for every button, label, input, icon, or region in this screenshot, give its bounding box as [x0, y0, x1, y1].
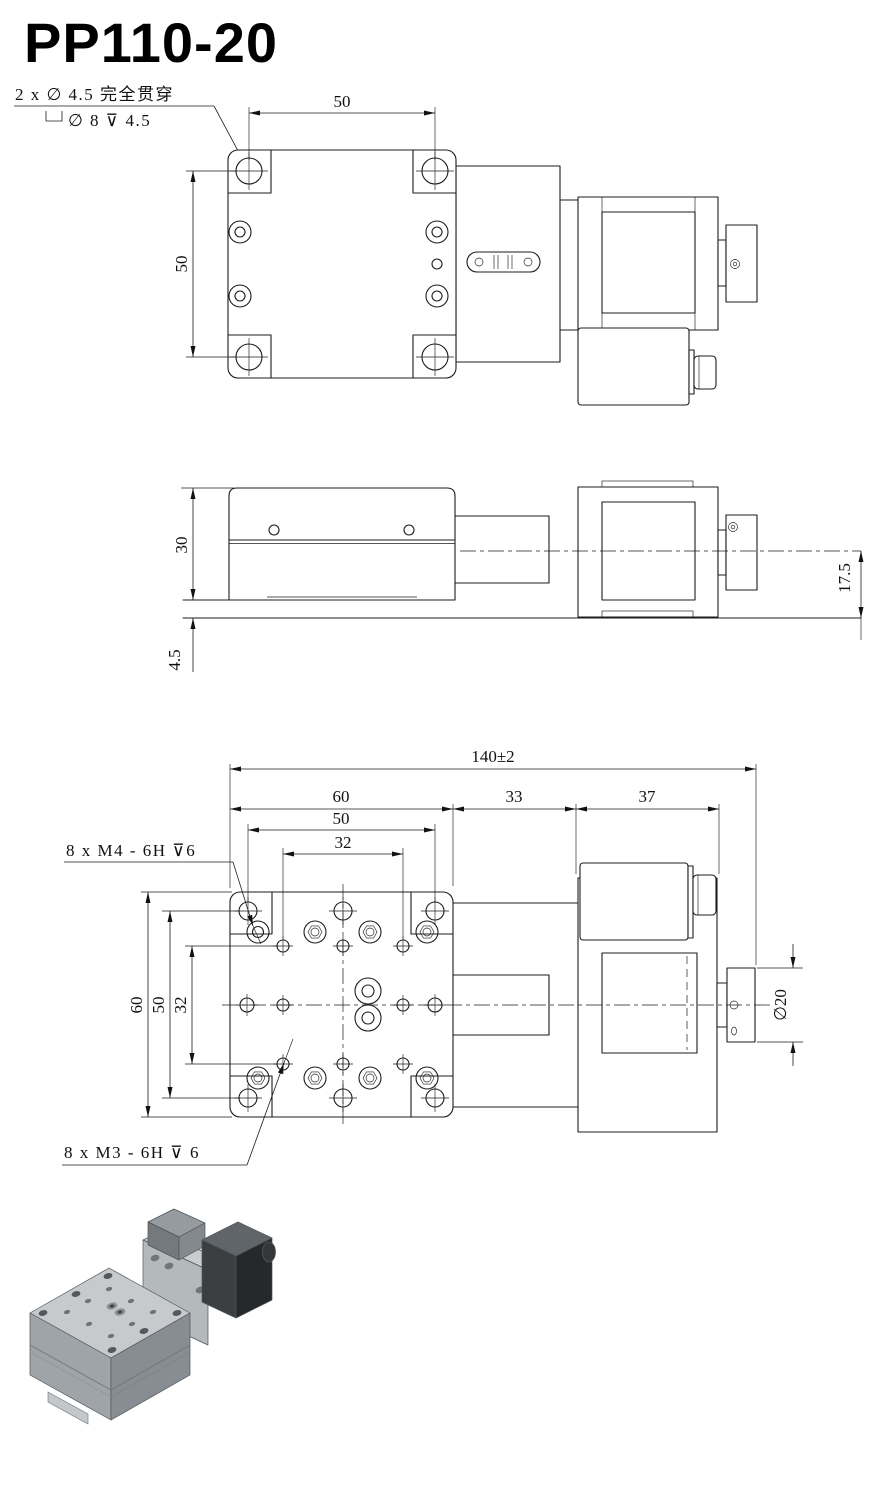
manual-knob [725, 224, 758, 303]
dim-left-32: 32 [171, 945, 278, 1065]
scale-slot [466, 251, 541, 273]
dim-side-175-label: 17.5 [835, 563, 854, 593]
iso-connector [147, 1208, 206, 1261]
dim-bottom-32: 32 [282, 833, 404, 938]
connector-bottom [692, 874, 717, 916]
callout-counterbore: 2 x ∅ 4.5 完全贯穿 ∅ 8 ⊽ 4.5 [14, 85, 265, 200]
dim-140-label: 140±2 [471, 747, 514, 766]
dim-v32-label: 32 [171, 997, 190, 1014]
callout-counterbore-line2: ∅ 8 ⊽ 4.5 [68, 111, 151, 130]
iso-motor [201, 1221, 276, 1319]
callout-m3: 8 x M3 - 6H ⊽ 6 [62, 1038, 294, 1166]
isometric-view [29, 1208, 276, 1425]
dim-side-175: 17.5 [835, 551, 864, 640]
dim-v60-label: 60 [127, 997, 146, 1014]
pin-hole [431, 258, 443, 270]
manual-knob-side [725, 514, 758, 591]
dim-side-30-label: 30 [172, 537, 191, 554]
top-view: 50 50 [172, 92, 758, 406]
dim-37-label: 37 [639, 787, 657, 806]
center-row-holes [236, 994, 446, 1016]
dim-left-60: 60 [127, 891, 232, 1118]
dim-bottom-50: 50 [247, 809, 436, 902]
dim-side-45: 4.5 [165, 618, 196, 672]
dim-v50-label: 50 [149, 997, 168, 1014]
callout-m3-label: 8 x M3 - 6H ⊽ 6 [64, 1143, 200, 1162]
dim-knob-dia-label: ∅20 [771, 989, 790, 1021]
central-counterbores [354, 977, 382, 1032]
side-view: 30 4.5 17.5 [165, 480, 864, 672]
dim-side-45-label: 4.5 [165, 649, 184, 670]
iso-stage [29, 1267, 191, 1425]
connector [693, 355, 717, 390]
callout-counterbore-line1: 2 x ∅ 4.5 完全贯穿 [15, 85, 174, 104]
dim-32-label: 32 [335, 833, 352, 852]
page-title: PP110-20 [24, 11, 278, 74]
dim-knob-dia: ∅20 [757, 944, 803, 1066]
m4-screws [246, 920, 439, 1090]
connector-neck [688, 349, 695, 395]
dim-top-50v: 50 [172, 170, 236, 358]
dim-top-50h-label: 50 [334, 92, 351, 111]
callout-m4: 8 x M4 - 6H ⊽6 [64, 841, 262, 945]
dim-left-50: 50 [149, 910, 240, 1099]
dim-top-50h: 50 [248, 92, 436, 160]
dim-60-label: 60 [333, 787, 350, 806]
dim-bottom-60-33-37: 60 33 37 [230, 787, 720, 886]
bottom-view: 140±2 60 33 37 50 32 [62, 747, 803, 1166]
dim-33-label: 33 [506, 787, 523, 806]
callout-m4-label: 8 x M4 - 6H ⊽6 [66, 841, 196, 860]
dim-top-50v-label: 50 [172, 256, 191, 273]
dim-side-30: 30 [172, 487, 234, 600]
counterbore-symbol-icon [45, 111, 63, 122]
table-screws [228, 220, 449, 308]
corner-hole [230, 152, 454, 376]
dim-bottom-140: 140±2 [229, 747, 757, 965]
dim-50-label: 50 [333, 809, 350, 828]
